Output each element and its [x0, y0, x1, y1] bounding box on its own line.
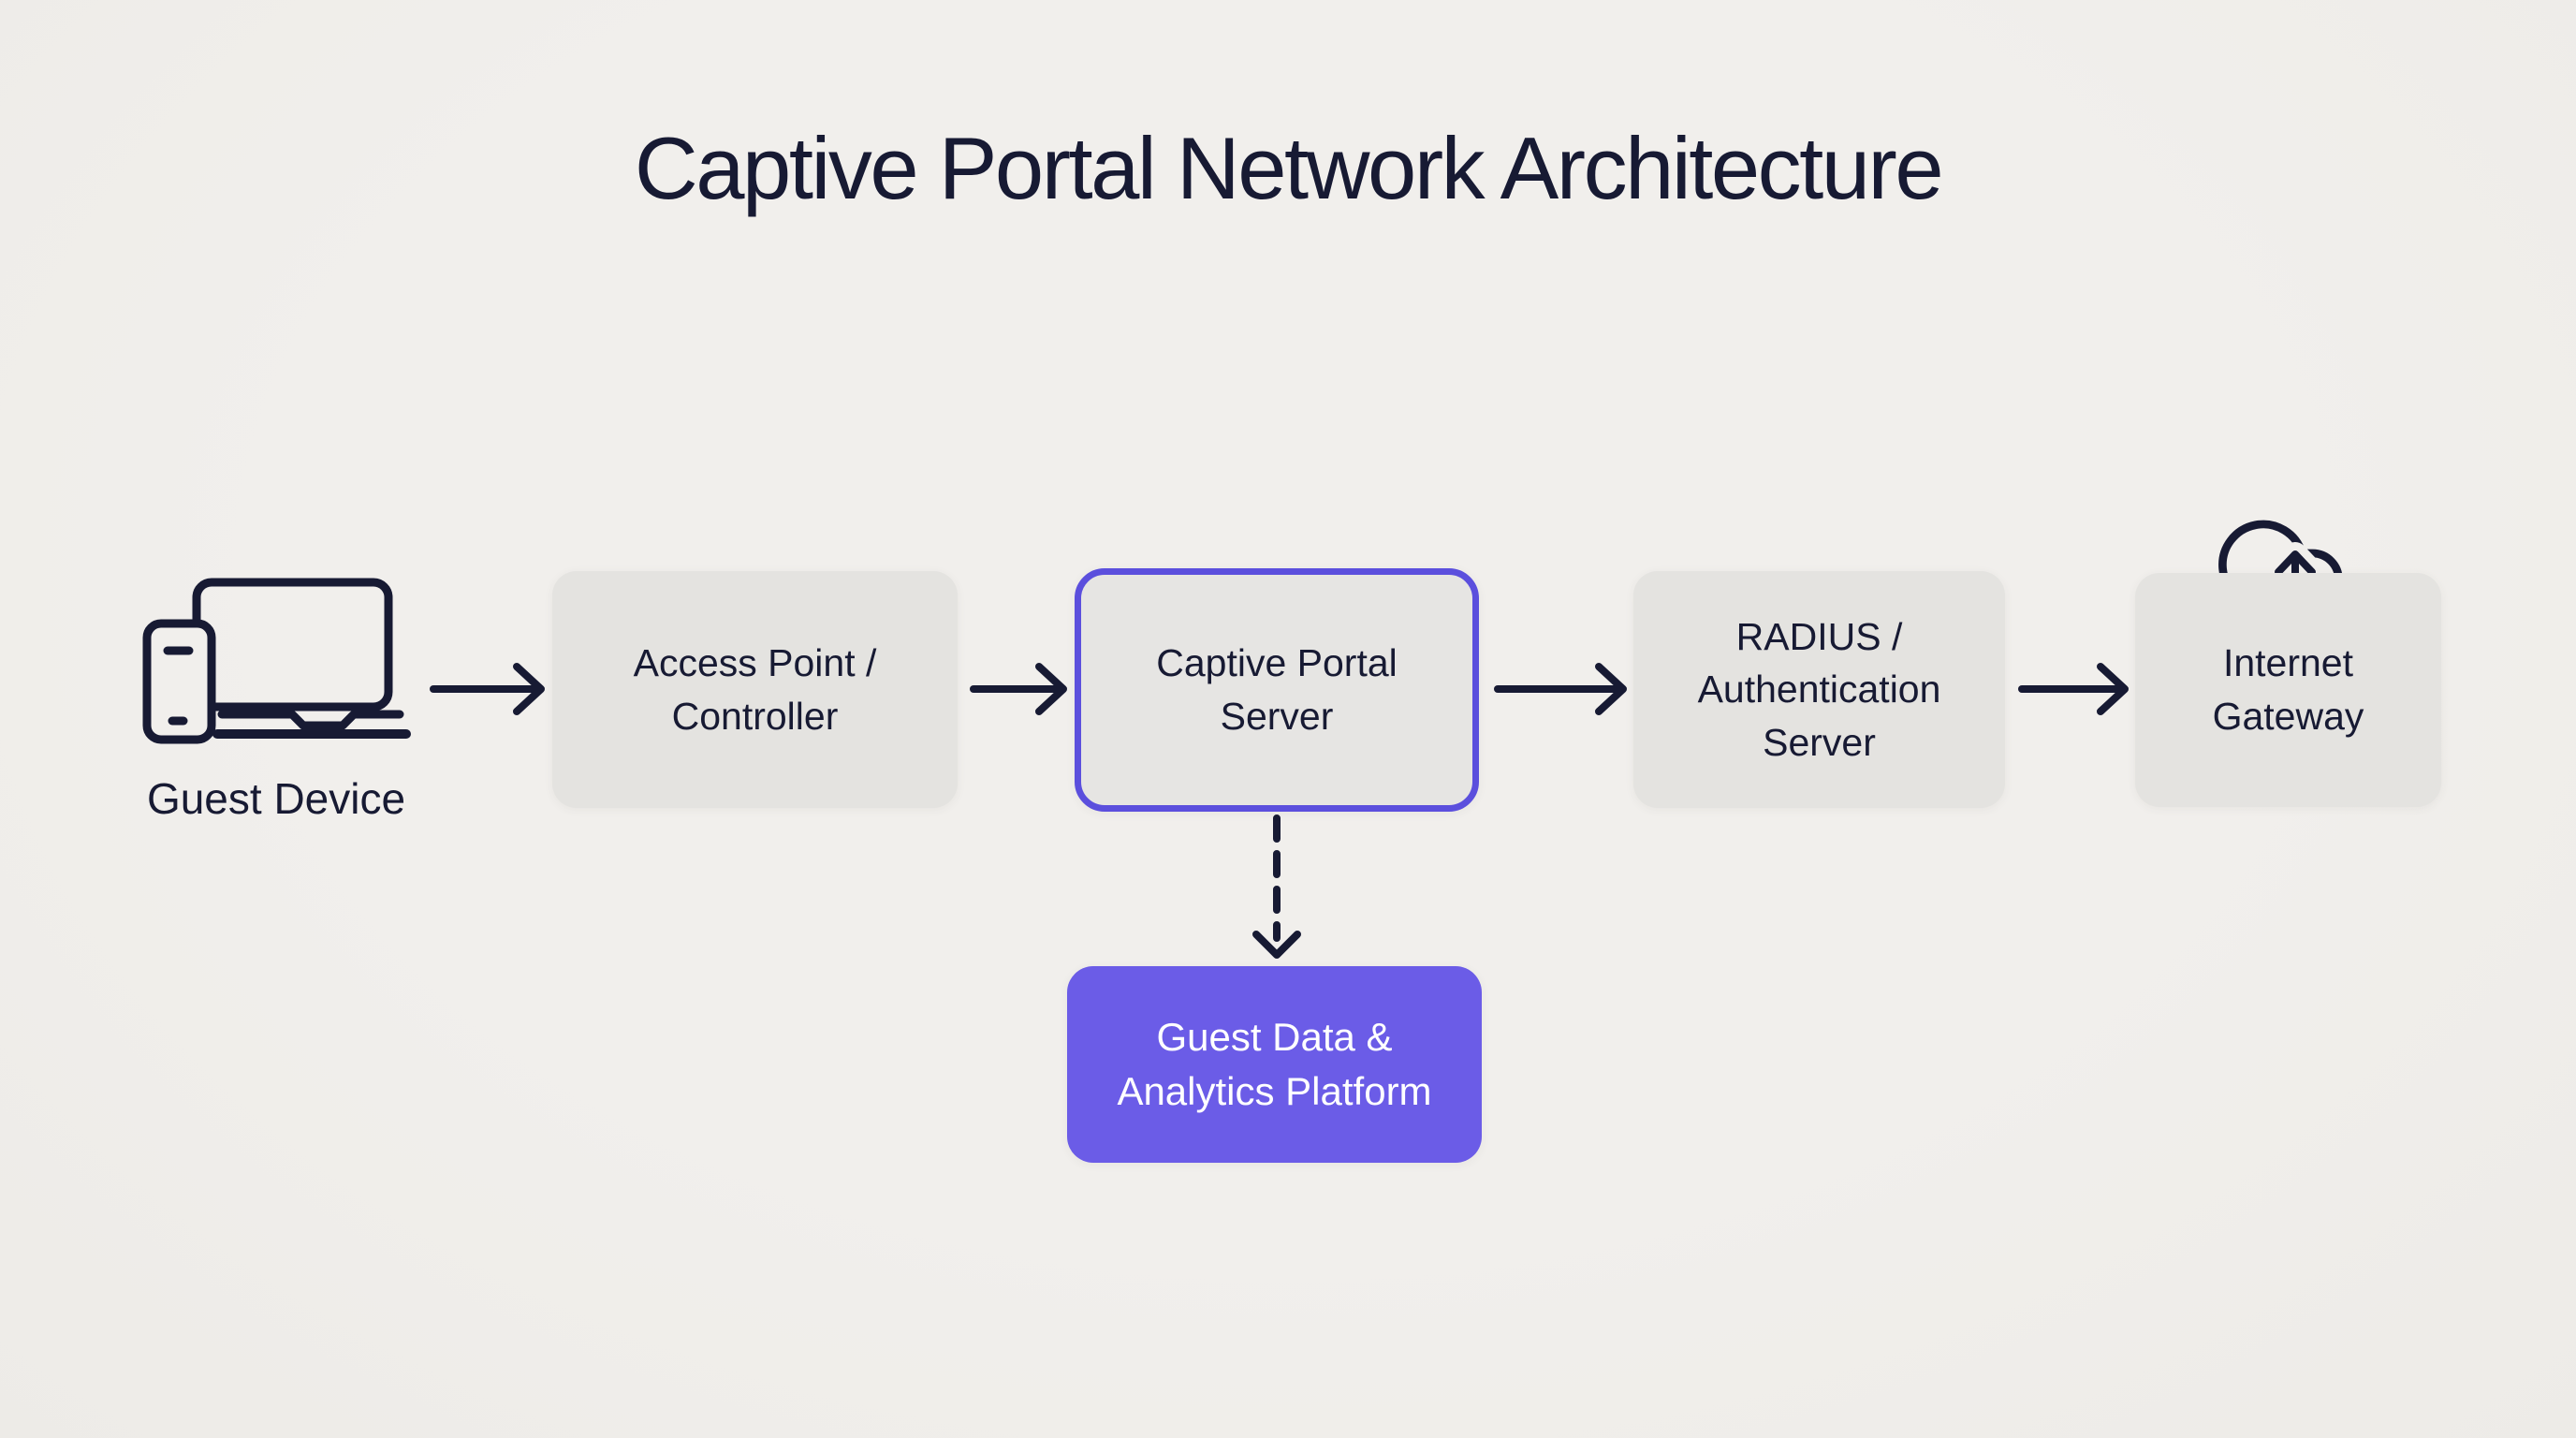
node-analytics-line2: Analytics Platform	[1117, 1069, 1432, 1113]
node-analytics-line1: Guest Data &	[1156, 1015, 1393, 1060]
node-internet-gateway: Internet Gateway	[2135, 573, 2441, 807]
smartphone-icon	[142, 619, 216, 744]
node-access-point-line2: Controller	[671, 694, 839, 738]
node-radius-authentication-server: RADIUS / Authentication Server	[1633, 571, 2005, 808]
node-captive-portal-line2: Server	[1220, 695, 1334, 738]
node-radius-line3: Server	[1763, 720, 1876, 764]
node-access-point-line1: Access Point /	[633, 640, 877, 684]
node-guest-data-analytics-platform: Guest Data & Analytics Platform	[1067, 966, 1482, 1163]
arrow-captive-portal-to-radius	[1494, 663, 1627, 715]
node-captive-portal-line1: Captive Portal	[1156, 641, 1398, 685]
laptop-icon	[192, 578, 411, 739]
node-gateway-line2: Gateway	[2212, 695, 2364, 738]
diagram-title: Captive Portal Network Architecture	[634, 119, 1944, 217]
node-gateway-line1: Internet	[2222, 641, 2354, 685]
arrow-access-point-to-captive-portal	[970, 663, 1067, 715]
arrow-guest-to-access-point	[430, 663, 545, 715]
dashed-arrow-captive-portal-to-analytics	[1252, 814, 1301, 959]
node-guest-device-label: Guest Device	[146, 774, 406, 823]
node-radius-line1: RADIUS /	[1735, 614, 1903, 658]
node-captive-portal-server: Captive Portal Server	[1075, 568, 1479, 812]
node-radius-line2: Authentication	[1697, 668, 1941, 712]
node-access-point-controller: Access Point / Controller	[552, 571, 958, 808]
arrow-radius-to-gateway	[2018, 663, 2129, 715]
